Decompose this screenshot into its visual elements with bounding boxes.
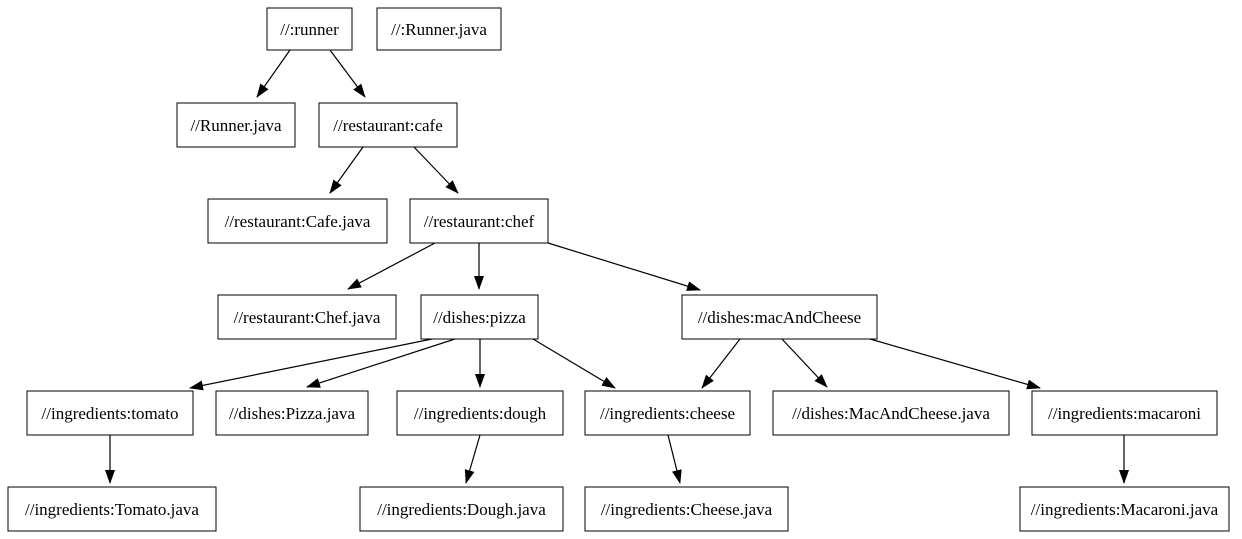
- node-label-macaroni-java: //ingredients:Macaroni.java: [1031, 500, 1219, 519]
- graph-node-pizza: //dishes:pizza: [420, 294, 539, 340]
- edge-runner-to-runner-java: [256, 49, 291, 98]
- node-label-dough-java: //ingredients:Dough.java: [377, 500, 546, 519]
- node-label-runner-java: //Runner.java: [190, 116, 282, 135]
- node-box-chef-java: [217, 294, 397, 340]
- edge-pizza-to-cheese: [532, 338, 616, 389]
- node-label-cheese: //ingredients:cheese: [600, 404, 735, 423]
- graph-node-cafe: //restaurant:cafe: [318, 102, 458, 148]
- node-box-cafe-java: [207, 198, 388, 244]
- graph-node-macaroni-java: //ingredients:Macaroni.java: [1019, 486, 1230, 532]
- node-label-cafe: //restaurant:cafe: [333, 116, 443, 135]
- graph-node-mac-and-cheese: //dishes:macAndCheese: [681, 294, 878, 340]
- node-box-pizza-java: [215, 390, 369, 436]
- edge-cheese-to-cheese-java: [667, 434, 682, 484]
- edge-pizza-to-tomato: [189, 338, 433, 391]
- node-label-mac-and-cheese: //dishes:macAndCheese: [698, 308, 861, 327]
- graph-node-chef-java: //restaurant:Chef.java: [217, 294, 397, 340]
- node-label-chef: //restaurant:chef: [424, 212, 535, 231]
- node-box-runner-java: [176, 102, 296, 148]
- graph-node-cafe-java: //restaurant:Cafe.java: [207, 198, 388, 244]
- edge-cafe-to-cafe-java: [329, 146, 364, 194]
- node-label-pizza: //dishes:pizza: [433, 308, 526, 327]
- graph-node-mac-and-cheese-java: //dishes:MacAndCheese.java: [772, 390, 1010, 436]
- node-box-cheese-java: [584, 486, 789, 532]
- edge-chef-to-chef-java: [347, 242, 436, 290]
- node-box-mac-and-cheese: [681, 294, 878, 340]
- edges-layer: [105, 49, 1129, 484]
- edge-mac-and-cheese-to-mac-and-cheese-java: [781, 338, 828, 388]
- node-label-dough: //ingredients:dough: [414, 404, 547, 423]
- node-box-tomato: [26, 390, 194, 436]
- graph-node-runner: //:runner: [266, 7, 353, 51]
- graph-node-macaroni: //ingredients:macaroni: [1031, 390, 1218, 436]
- node-label-mac-and-cheese-java: //dishes:MacAndCheese.java: [792, 404, 990, 423]
- node-box-pizza: [420, 294, 539, 340]
- graph-node-dough-java: //ingredients:Dough.java: [359, 486, 564, 532]
- edge-pizza-to-pizza-java: [306, 338, 456, 388]
- graph-node-dough: //ingredients:dough: [396, 390, 564, 436]
- node-box-runner: [266, 7, 353, 51]
- node-label-runner: //:runner: [280, 20, 339, 39]
- graph-node-tomato-java: //ingredients:Tomato.java: [7, 486, 217, 532]
- node-box-macaroni-java: [1019, 486, 1230, 532]
- graph-node-cheese-java: //ingredients:Cheese.java: [584, 486, 789, 532]
- node-label-tomato: //ingredients:tomato: [42, 404, 179, 423]
- node-box-chef: [409, 198, 549, 244]
- graph-node-runner-java-root: //:Runner.java: [376, 7, 502, 51]
- node-label-tomato-java: //ingredients:Tomato.java: [25, 500, 199, 519]
- node-box-runner-java-root: [376, 7, 502, 51]
- graph-node-runner-java: //Runner.java: [176, 102, 296, 148]
- edge-mac-and-cheese-to-cheese: [701, 338, 741, 389]
- edge-dough-to-dough-java: [464, 434, 481, 484]
- graph-node-chef: //restaurant:chef: [409, 198, 549, 244]
- node-box-mac-and-cheese-java: [772, 390, 1010, 436]
- node-box-cafe: [318, 102, 458, 148]
- edge-cafe-to-chef: [413, 146, 459, 194]
- edge-mac-and-cheese-to-macaroni: [869, 338, 1041, 390]
- edge-chef-to-mac-and-cheese: [547, 242, 701, 291]
- node-label-pizza-java: //dishes:Pizza.java: [229, 404, 356, 423]
- node-box-macaroni: [1031, 390, 1218, 436]
- node-box-dough-java: [359, 486, 564, 532]
- edge-runner-to-cafe: [329, 49, 366, 98]
- node-label-macaroni: //ingredients:macaroni: [1048, 404, 1201, 423]
- node-box-tomato-java: [7, 486, 217, 532]
- node-label-runner-java-root: //:Runner.java: [391, 20, 487, 39]
- node-box-dough: [396, 390, 564, 436]
- graph-node-pizza-java: //dishes:Pizza.java: [215, 390, 369, 436]
- graph-node-cheese: //ingredients:cheese: [584, 390, 751, 436]
- node-label-cafe-java: //restaurant:Cafe.java: [225, 212, 371, 231]
- node-box-cheese: [584, 390, 751, 436]
- node-label-chef-java: //restaurant:Chef.java: [234, 308, 381, 327]
- node-label-cheese-java: //ingredients:Cheese.java: [601, 500, 773, 519]
- graph-node-tomato: //ingredients:tomato: [26, 390, 194, 436]
- nodes-layer: //:runner //:Runner.java //Runner.java //re…: [7, 7, 1230, 532]
